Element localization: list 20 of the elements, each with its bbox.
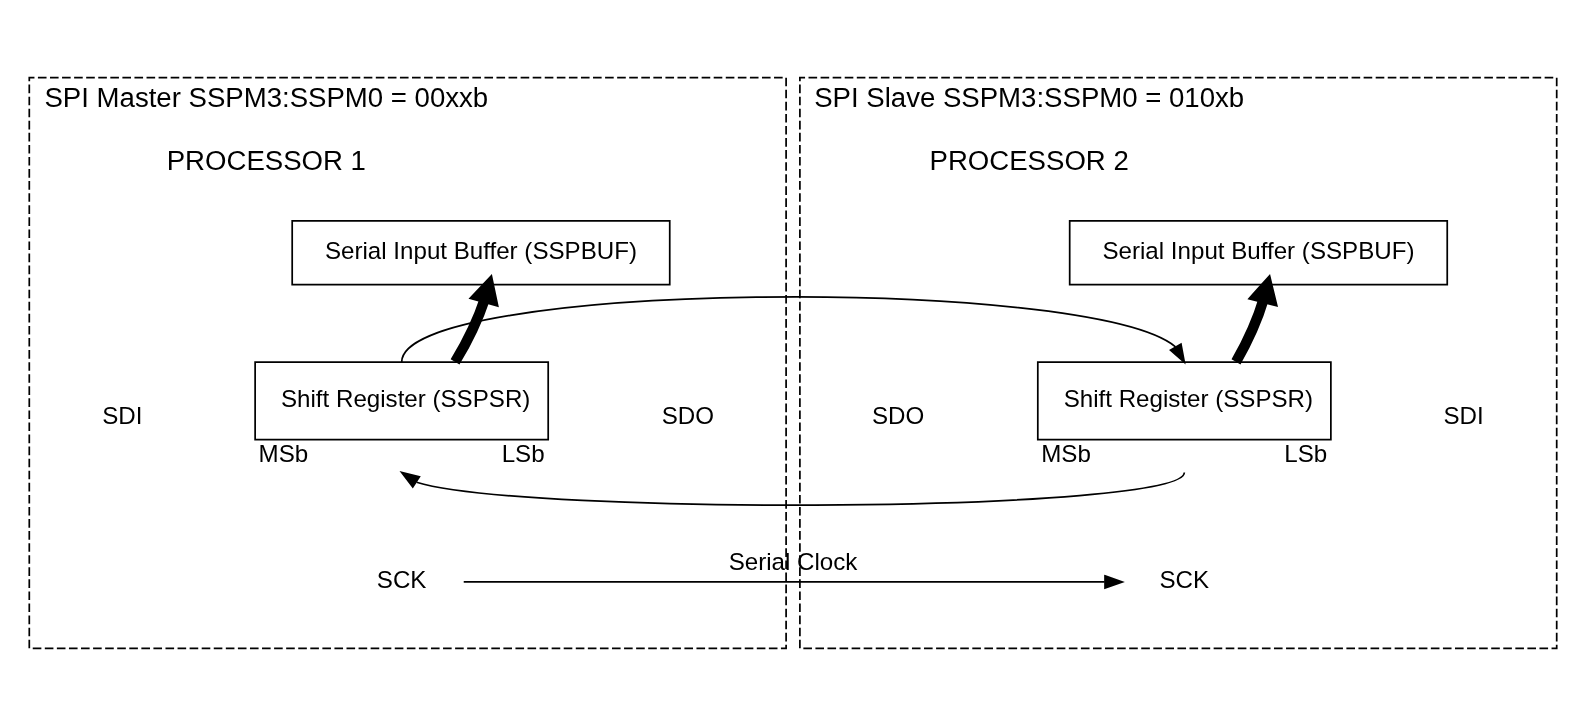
arrow	[399, 471, 1186, 506]
node-label: LSb	[501, 440, 545, 468]
node-label: MSb	[1041, 440, 1091, 468]
node-label: LSb	[1284, 440, 1328, 468]
label: SDO	[872, 401, 925, 429]
node-label: MSb	[258, 440, 309, 468]
node-box: Serial Input Buffer (SSPBUF)	[1068, 219, 1449, 286]
arrow	[450, 274, 499, 365]
edge-label: Serial Clock	[728, 548, 858, 576]
arrow	[1231, 273, 1279, 365]
node-text: SCK	[376, 566, 427, 594]
node-text: SCK	[1159, 566, 1210, 594]
node-box: Shift Register (SSPSR)	[1036, 361, 1332, 441]
label: SDI	[102, 401, 143, 429]
node-box: Shift Register (SSPSR)	[254, 361, 550, 441]
label: SDI	[1443, 401, 1484, 429]
label: SDO	[661, 401, 714, 429]
arrow	[462, 574, 1125, 590]
node-box: Serial Input Buffer (SSPBUF)	[291, 219, 671, 286]
arrow	[400, 296, 1186, 365]
